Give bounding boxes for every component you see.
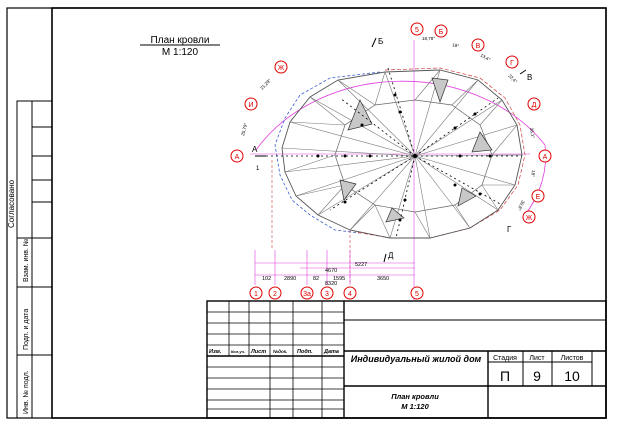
sheet-scale: М 1:120 (401, 402, 429, 411)
dim-82: 82 (313, 276, 319, 282)
dim-2890: 2890 (284, 276, 296, 282)
arc-dimension (255, 80, 546, 151)
axis-ring-7: Е (536, 194, 541, 201)
axis-bottom-3: 3 (325, 291, 329, 298)
dim-4670: 4670 (325, 268, 337, 274)
axis-bottom-5: 5 (415, 291, 419, 298)
sheet-value: 9 (533, 368, 541, 384)
ridge-points (316, 93, 492, 222)
angle-9: 30,8° (517, 200, 526, 212)
header-izm: Изм. (209, 349, 222, 355)
side-stamps (16, 100, 53, 419)
axis-ring-6: Д (532, 102, 537, 109)
axis-ring-2: И (248, 102, 253, 109)
section-g: Г (507, 225, 512, 234)
angle-3: 18,79° (422, 36, 435, 41)
angle-4: 18° (452, 42, 460, 49)
angle-7: 26,1° (529, 127, 536, 138)
dim-8320: 8320 (325, 281, 337, 287)
label-stage: Стадия (493, 355, 517, 362)
sign-date-label: Подп. и дата (23, 309, 30, 350)
section-b: Б (378, 37, 383, 46)
angle-6: 22,4° (507, 73, 518, 84)
axis-ring-4: В (476, 43, 481, 50)
axis-ring-5: Г (510, 60, 514, 67)
axis-top-b: Б (439, 29, 444, 36)
sheet-title: План кровли (391, 392, 439, 401)
section-d: Д (388, 251, 394, 260)
axis-ring-8: Ж (526, 215, 533, 222)
roof-plan (250, 40, 547, 300)
header-podp: Подп. (297, 349, 313, 355)
axis-bottom-2: 2 (273, 291, 277, 298)
header-list: Лист (250, 349, 266, 355)
stage-value: П (500, 368, 510, 384)
label-sheet: Лист (529, 355, 545, 362)
axis-ring-9: А (543, 154, 548, 161)
dome-outline (281, 69, 523, 239)
section-v: В (527, 73, 532, 82)
axis-ring-3: А (235, 154, 240, 161)
plan-scale: М 1:120 (162, 47, 199, 58)
axis-ring-1: Ж (278, 65, 285, 72)
angle-8: 18° (530, 170, 536, 177)
axis-bottom-3a: 3а (303, 291, 311, 298)
replaced-inv-label: Взам. инв. № (23, 239, 30, 282)
skylights (339, 77, 493, 223)
title-block (206, 300, 607, 419)
angle-1: 21,28° (259, 78, 272, 91)
angle-2: 25,79° (240, 122, 248, 136)
angle-5: 13,4° (480, 53, 492, 63)
header-kol: Кол.уч. (231, 349, 245, 354)
label-sheets: Листов (561, 355, 584, 362)
header-doc: №док. (273, 349, 287, 354)
project-name: Индивидуальный жилой дом (350, 354, 482, 364)
dim-5227: 5227 (355, 262, 367, 268)
eave-outline (274, 71, 381, 234)
dim-1595: 1595 (333, 276, 345, 282)
section-a: А (252, 145, 258, 154)
axis-bottom-4: 4 (348, 291, 352, 298)
axis-top-5: 5 (415, 27, 419, 34)
section-1: 1 (256, 166, 260, 172)
agreed-label: Согласовано (7, 179, 16, 228)
sheets-total-value: 10 (564, 368, 580, 384)
header-date: Дата (323, 349, 339, 355)
dim-102: 102 (262, 276, 271, 282)
dim-3650: 3650 (377, 276, 389, 282)
plan-title: План кровли (151, 35, 210, 46)
axis-bottom-1: 1 (254, 291, 258, 298)
inv-orig-label: Инв. № подл. (23, 370, 30, 414)
